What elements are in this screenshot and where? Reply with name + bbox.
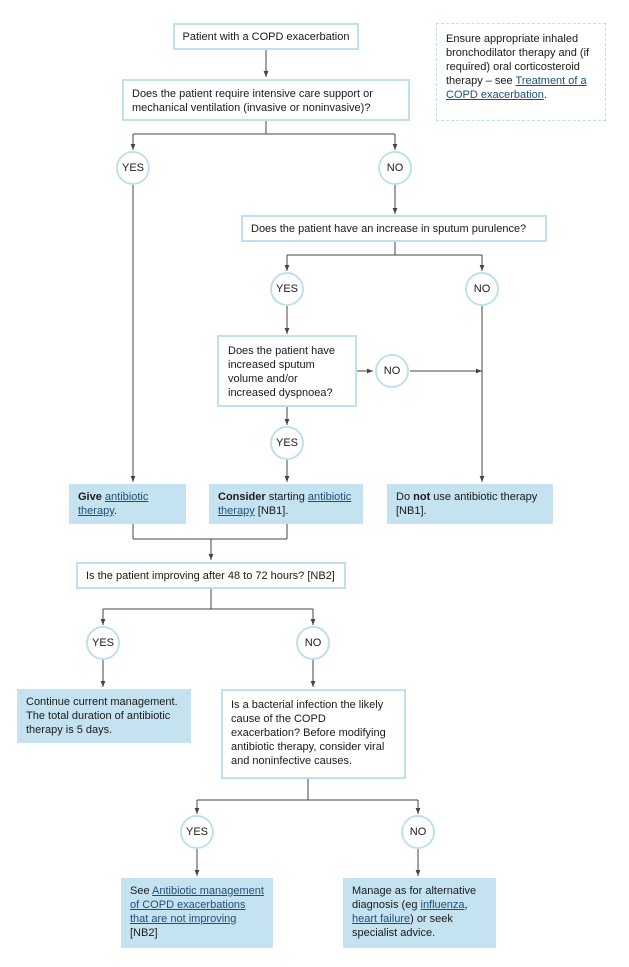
question-bacterial-text: Is a bacterial infection the likely caus… <box>231 699 386 767</box>
antibiotic-therapy-link[interactable]: antibiotic therapy <box>218 491 352 517</box>
no-node-improving: NO <box>296 626 330 660</box>
not-improving-link[interactable]: Antibiotic management of COPD exacerbati… <box>130 885 264 925</box>
no-node-volume: NO <box>375 354 409 388</box>
yes-label: YES <box>275 283 298 295</box>
yes-node-volume: YES <box>270 426 304 460</box>
question-intensive-care: Does the patient require intensive care … <box>122 79 410 121</box>
no-node-intensive-care: NO <box>378 151 412 185</box>
see-end: [NB2] <box>130 927 158 939</box>
no-antibiotic-text: use antibiotic therapy [NB1]. <box>396 491 538 517</box>
give-antibiotic-box: Give antibiotic therapy. <box>69 484 186 524</box>
no-antibiotic-pre: Do <box>396 491 414 503</box>
question-sputum-purulence-text: Does the patient have an increase in spu… <box>251 223 527 235</box>
heart-failure-link[interactable]: heart failure <box>352 913 411 925</box>
yes-label: YES <box>121 162 144 174</box>
influenza-link[interactable]: influenza <box>420 899 465 911</box>
yes-node-improving: YES <box>86 626 120 660</box>
start-box: Patient with a COPD exacerbation <box>173 23 359 50</box>
side-note: Ensure appropriate inhaled bronchodilato… <box>436 23 606 121</box>
continue-management-box: Continue current management. The total d… <box>17 689 191 743</box>
yes-node-bacterial: YES <box>180 815 214 849</box>
continue-management-text: Continue current management. The total d… <box>26 696 178 736</box>
question-bacterial: Is a bacterial infection the likely caus… <box>221 689 406 779</box>
give-bold: Give <box>78 491 102 503</box>
no-node-purulence: NO <box>465 272 499 306</box>
consider-bold: Consider <box>218 491 266 503</box>
antibiotic-therapy-link[interactable]: antibiotic therapy <box>78 491 149 517</box>
no-antibiotic-box: Do not use antibiotic therapy [NB1]. <box>387 484 553 524</box>
question-improving-text: Is the patient improving after 48 to 72 … <box>86 570 335 582</box>
no-label: NO <box>304 637 322 649</box>
yes-node-intensive-care: YES <box>116 151 150 185</box>
see-pre: See <box>130 885 153 897</box>
give-end: . <box>113 505 117 517</box>
yes-label: YES <box>185 826 208 838</box>
no-label: NO <box>383 365 401 377</box>
side-note-end: . <box>543 89 547 101</box>
consider-end: [NB1]. <box>254 505 289 517</box>
consider-antibiotic-box: Consider starting antibiotic therapy [NB… <box>209 484 363 524</box>
yes-node-purulence: YES <box>270 272 304 306</box>
alt-pre: Manage as for alternative diagnosis (eg <box>352 885 477 911</box>
treatment-link[interactable]: Treatment of a COPD exacerbation <box>446 75 587 101</box>
not-bold: not <box>413 491 431 503</box>
start-label: Patient with a COPD exacerbation <box>182 31 350 43</box>
no-label: NO <box>386 162 404 174</box>
consider-text: starting <box>265 491 308 503</box>
no-node-bacterial: NO <box>401 815 435 849</box>
question-intensive-care-text: Does the patient require intensive care … <box>132 88 373 114</box>
alt-sep: , <box>464 899 468 911</box>
see-not-improving-box: See Antibiotic management of COPD exacer… <box>121 878 273 948</box>
yes-label: YES <box>91 637 114 649</box>
no-label: NO <box>409 826 427 838</box>
no-label: NO <box>473 283 491 295</box>
question-improving: Is the patient improving after 48 to 72 … <box>76 562 346 589</box>
side-note-text: Ensure appropriate inhaled bronchodilato… <box>446 33 590 87</box>
yes-label: YES <box>275 437 298 449</box>
question-sputum-purulence: Does the patient have an increase in spu… <box>241 215 547 242</box>
question-sputum-volume: Does the patient have increased sputum v… <box>217 335 357 407</box>
alt-end: ) or seek specialist advice. <box>352 913 453 939</box>
question-sputum-volume-text: Does the patient have increased sputum v… <box>228 345 336 399</box>
alternative-diagnosis-box: Manage as for alternative diagnosis (eg … <box>343 878 496 948</box>
